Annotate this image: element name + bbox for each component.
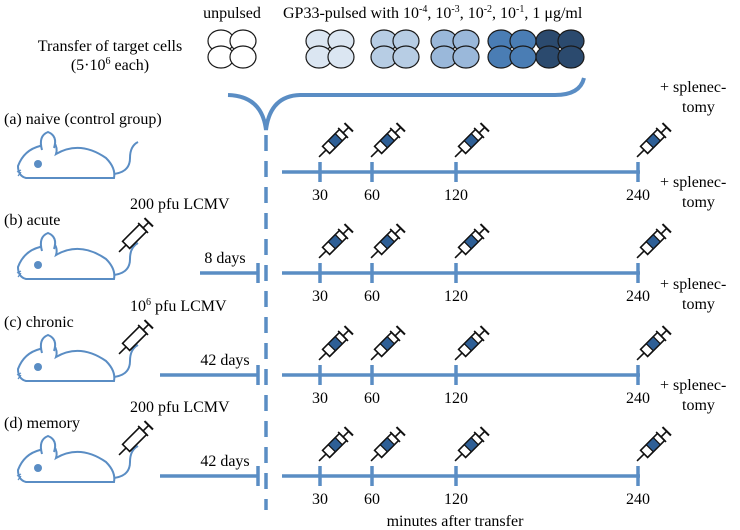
cell-cluster-1e-1 (487, 29, 537, 69)
pre-days-label: 42 days (200, 453, 249, 470)
splenectomy-label: + splenec- (660, 276, 726, 293)
timepoint-label: 120 (444, 390, 468, 407)
syringe-icon (370, 426, 406, 462)
splenectomy-label-2: tomy (682, 296, 715, 313)
timepoint-label: 60 (364, 187, 380, 204)
unpulsed-label: unpulsed (203, 5, 261, 22)
cell-cluster-1 (535, 29, 585, 69)
syringe-icon (318, 426, 354, 462)
row-2: (c) chronic 106 pfu LCMV 42 days 30 60 120 240… (4, 276, 726, 407)
cell-cluster-unpulsed (207, 29, 257, 69)
syringe-icon (370, 223, 406, 259)
splenectomy-label: + splenec- (660, 79, 726, 96)
pulsed-label: GP33-pulsed with 10-4, 10-3, 10-2, 10-1,… (283, 4, 583, 22)
row-label: (c) chronic (4, 314, 74, 331)
cell-cluster-1e-3 (370, 29, 420, 69)
syringe-icon (636, 325, 672, 361)
cell-cluster-1e-2 (430, 29, 480, 69)
syringe-icon (636, 223, 672, 259)
syringe-icon (636, 426, 672, 462)
row-0: (a) naive (control group) 30 60 120 240 + spl… (4, 79, 726, 204)
timepoint-label: 30 (312, 187, 328, 204)
timepoint-label: 30 (312, 491, 328, 508)
transfer-count: (5·106 each) (71, 56, 149, 74)
timepoint-label: 240 (626, 288, 650, 305)
infection-label: 106 pfu LCMV (130, 297, 227, 315)
syringe-icon (370, 122, 406, 158)
mouse-icon (16, 231, 139, 280)
syringe-icon (454, 223, 490, 259)
timepoint-label: 240 (626, 187, 650, 204)
infection-label: 200 pfu LCMV (130, 399, 230, 416)
timepoint-label: 120 (444, 288, 468, 305)
splenectomy-label: + splenec- (660, 377, 726, 394)
syringe-icon (454, 325, 490, 361)
splenectomy-label-2: tomy (682, 194, 715, 211)
x-axis-label: minutes after transfer (387, 513, 525, 530)
timepoint-label: 60 (364, 390, 380, 407)
splenectomy-label-2: tomy (682, 397, 715, 414)
row-label: (a) naive (control group) (4, 111, 162, 128)
timepoint-label: 30 (312, 390, 328, 407)
splenectomy-label: + splenec- (660, 174, 726, 191)
mouse-icon (16, 333, 139, 382)
timepoint-label: 240 (626, 491, 650, 508)
cell-cluster-1e-4 (305, 29, 355, 69)
syringe-icon (118, 217, 154, 253)
pre-days-label: 42 days (200, 352, 249, 369)
timepoint-label: 30 (312, 288, 328, 305)
syringe-icon (454, 122, 490, 158)
timepoint-label: 60 (364, 491, 380, 508)
splenectomy-label-2: tomy (682, 99, 715, 116)
target-cell-groups (207, 29, 585, 69)
row-3: (d) memory 200 pfu LCMV 42 days 30 60 120 240 +… (4, 377, 726, 508)
timepoint-label: 60 (364, 288, 380, 305)
syringe-icon (636, 122, 672, 158)
row-1: (b) acute 200 pfu LCMV 8 days 30 60 120 240 + s… (4, 174, 726, 305)
timepoint-label: 240 (626, 390, 650, 407)
syringe-icon (118, 319, 154, 355)
row-label: (d) memory (4, 415, 80, 432)
syringe-icon (454, 426, 490, 462)
mouse-rows: (a) naive (control group) 30 60 120 240 + spl… (4, 79, 726, 508)
funnel-brace (227, 77, 586, 131)
pre-days-label: 8 days (204, 250, 245, 267)
syringe-icon (318, 325, 354, 361)
syringe-icon (318, 122, 354, 158)
mouse-icon (16, 434, 139, 483)
syringe-icon (318, 223, 354, 259)
syringe-icon (118, 420, 154, 456)
syringe-icon (370, 325, 406, 361)
timepoint-label: 120 (444, 187, 468, 204)
mouse-icon (16, 130, 139, 179)
timepoint-label: 120 (444, 491, 468, 508)
infection-label: 200 pfu LCMV (130, 196, 230, 213)
row-label: (b) acute (4, 212, 60, 229)
transfer-title: Transfer of target cells (38, 38, 182, 55)
